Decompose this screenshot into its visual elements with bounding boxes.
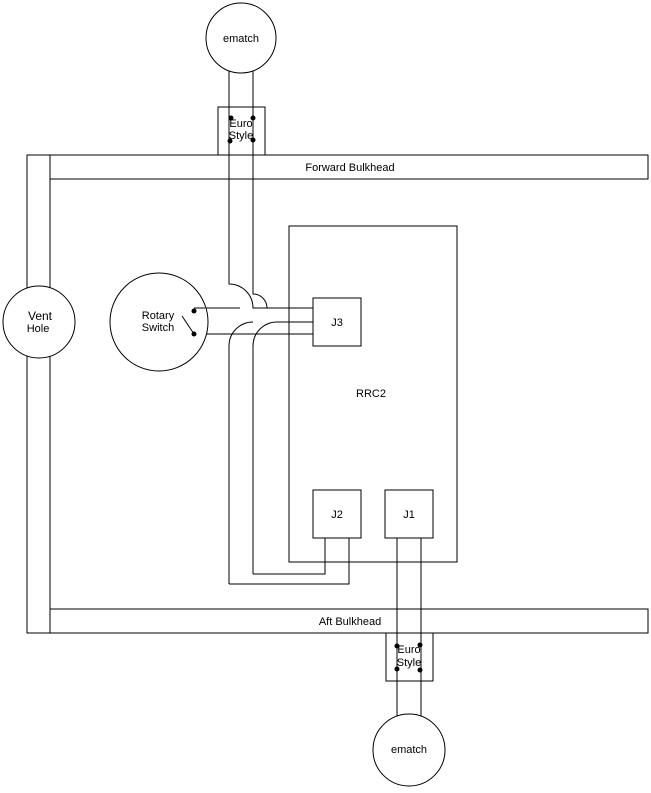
euro-bottom-line1: Euro (397, 644, 420, 656)
rotary-label-line1: Rotary (142, 310, 175, 322)
j3-label: J3 (331, 317, 343, 329)
forward-bulkhead-label: Forward Bulkhead (305, 162, 394, 174)
ematch-top: ematch (205, 2, 277, 74)
ematch-bottom-label: ematch (391, 744, 427, 756)
rrc2-label: RRC2 (356, 388, 386, 400)
top-wire-pair (194, 70, 350, 585)
ematch-top-label: ematch (223, 33, 259, 45)
ematch-bottom: ematch (372, 713, 446, 787)
euro-connector-bottom: Euro Style (385, 632, 434, 682)
bottom-wire-pair (396, 538, 422, 722)
j2-label: J2 (331, 509, 343, 521)
euro-connector-top: Euro Style (217, 106, 266, 156)
euro-top-line2: Style (229, 130, 253, 142)
aft-bulkhead (49, 608, 649, 634)
body-tube-rail (26, 154, 51, 634)
vent-label-line2: Hole (27, 323, 50, 335)
connector-j1: J1 (384, 489, 434, 539)
rotary-switch: Rotary Switch (109, 272, 209, 372)
forward-bulkhead (49, 154, 649, 180)
aft-bulkhead-label: Aft Bulkhead (319, 616, 381, 628)
vent-label-line1: Vent (28, 309, 53, 323)
rotary-label-line2: Switch (142, 322, 174, 334)
connector-j3: J3 (312, 297, 362, 347)
vent-hole: Vent Hole (2, 285, 76, 359)
j1-label: J1 (403, 509, 415, 521)
euro-bottom-line2: Style (397, 657, 421, 669)
connector-j2: J2 (312, 489, 362, 539)
euro-top-line1: Euro (229, 118, 252, 130)
